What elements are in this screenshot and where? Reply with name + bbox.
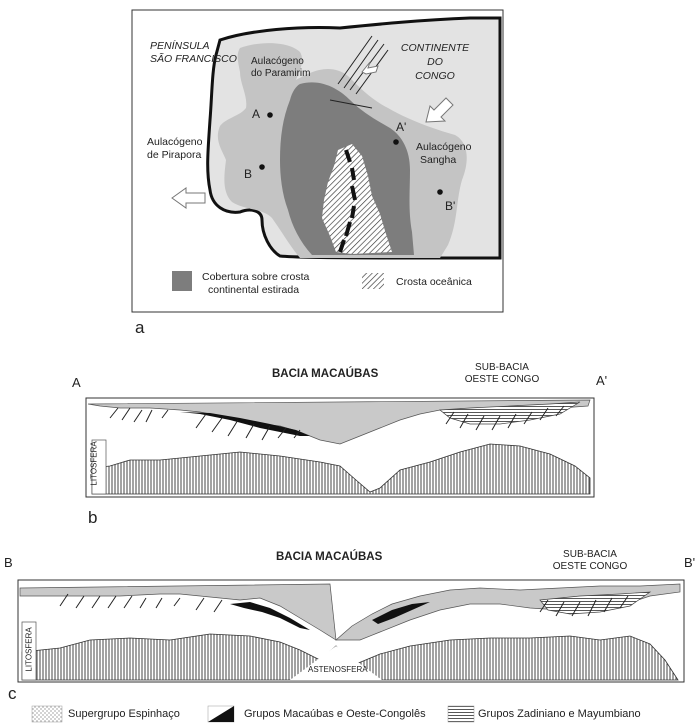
legend-zadiniano-swatch [448,706,474,722]
section-c-right-end: B' [684,556,695,571]
label-sangha-line1: Aulacógeno [416,141,471,153]
panel-label-a: a [135,318,144,338]
section-b-right-end: A' [596,374,607,389]
legend-continental-swatch [172,271,192,291]
label-point-b-prime: B' [445,200,455,214]
label-paramirim-line1: Aulacógeno [251,56,304,68]
section-c-left-end: B [4,556,13,571]
point-a-marker [267,112,273,118]
section-b-lithosphere-label: LITOSFERA [89,442,98,486]
label-paramirim-line2: do Paramirim [251,68,310,80]
legend-espinhaco-swatch [32,706,62,722]
legend-continental-line1: Cobertura sobre crosta [202,271,309,283]
section-c-lithosphere-label: LITOSFERA [24,628,33,672]
legend-macaubas-swatch [208,706,234,722]
label-pirapora-line1: Aulacógeno [147,136,202,148]
label-congo-line3: CONGO [400,70,470,82]
section-c-subbasin-line2: OESTE CONGO [540,561,640,573]
label-congo-line1: CONTINENTE [400,42,470,54]
label-point-a: A [252,108,260,122]
point-b-prime-marker [437,189,443,195]
section-b-left-end: A [72,376,81,391]
legend-continental-line2: continental estirada [208,284,299,296]
point-a-prime-marker [393,139,399,145]
section-b-title: BACIA MACAÚBAS [272,368,378,381]
legend-zadiniano-label: Grupos Zadiniano e Mayumbiano [478,708,641,721]
section-b-graphic [86,398,594,497]
legend-espinhaco-label: Supergrupo Espinhaço [68,708,180,721]
legend-macaubas-label: Grupos Macaúbas e Oeste-Congolês [244,708,426,721]
section-c-title: BACIA MACAÚBAS [276,551,382,564]
label-pirapora-line2: de Pirapora [147,149,201,161]
point-b-marker [259,164,265,170]
legend-oceanic-label: Crosta oceânica [396,276,472,288]
section-c-asthenosphere-label: ASTENOSFERA [308,665,368,674]
section-b-subbasin-line1: SUB-BACIA [452,362,552,374]
section-c-subbasin-line1: SUB-BACIA [540,549,640,561]
panel-label-c: c [8,684,17,704]
label-peninsula-line2: SÃO FRANCISCO [150,53,237,65]
label-sangha-line2: Sangha [420,154,456,166]
label-point-a-prime: A' [396,121,406,135]
legend-oceanic-swatch [362,273,384,289]
label-congo-line2: DO [400,56,470,68]
panel-label-b: b [88,508,97,528]
label-point-b: B [244,168,252,182]
label-peninsula-line1: PENÍNSULA [150,40,210,52]
section-b-subbasin-line2: OESTE CONGO [452,374,552,386]
